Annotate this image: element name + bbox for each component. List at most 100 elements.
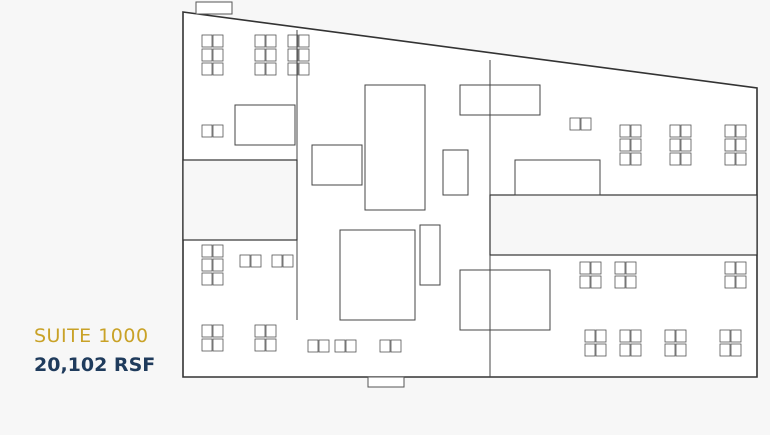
workstation bbox=[212, 338, 224, 352]
workstation bbox=[265, 324, 277, 338]
workstation bbox=[282, 254, 294, 268]
workstation bbox=[390, 339, 402, 353]
meeting-room-east bbox=[459, 84, 541, 116]
workstation bbox=[619, 343, 631, 357]
workstation bbox=[669, 152, 681, 166]
corridor-west bbox=[182, 159, 298, 241]
workstation bbox=[287, 48, 299, 62]
office-west bbox=[234, 104, 296, 146]
core-elevators bbox=[364, 84, 426, 211]
workstation bbox=[201, 62, 213, 76]
workstation bbox=[724, 275, 736, 289]
workstation bbox=[590, 275, 602, 289]
window-bay-top bbox=[195, 1, 233, 15]
workstation bbox=[254, 324, 266, 338]
workstation bbox=[584, 329, 596, 343]
area-label: 20,102 RSF bbox=[34, 354, 156, 376]
workstation bbox=[625, 261, 637, 275]
workstation bbox=[630, 343, 642, 357]
workstation bbox=[298, 34, 310, 48]
workstation bbox=[201, 34, 213, 48]
workstation bbox=[201, 244, 213, 258]
workstation bbox=[298, 62, 310, 76]
workstation bbox=[619, 329, 631, 343]
workstation bbox=[625, 275, 637, 289]
workstation bbox=[579, 261, 591, 275]
workstation bbox=[334, 339, 346, 353]
workstation bbox=[584, 343, 596, 357]
corridor-east bbox=[489, 194, 758, 256]
workstation bbox=[735, 138, 747, 152]
workstation bbox=[201, 324, 213, 338]
workstation bbox=[201, 258, 213, 272]
workstation bbox=[669, 138, 681, 152]
workstation bbox=[212, 272, 224, 286]
workstation bbox=[287, 62, 299, 76]
workstation bbox=[265, 338, 277, 352]
workstation bbox=[590, 261, 602, 275]
workstation bbox=[680, 138, 692, 152]
workstation bbox=[724, 138, 736, 152]
restroom-core bbox=[339, 229, 416, 321]
workstation bbox=[254, 338, 266, 352]
workstation bbox=[212, 62, 224, 76]
workstation bbox=[212, 324, 224, 338]
workstation bbox=[212, 34, 224, 48]
workstation bbox=[724, 124, 736, 138]
workstation bbox=[730, 329, 742, 343]
workstation bbox=[265, 48, 277, 62]
floor-outline bbox=[182, 11, 758, 378]
workstation bbox=[730, 343, 742, 357]
workstation bbox=[254, 34, 266, 48]
workstation bbox=[569, 117, 581, 131]
workstation bbox=[595, 329, 607, 343]
workstation bbox=[675, 329, 687, 343]
workstation bbox=[630, 138, 642, 152]
workstation bbox=[735, 124, 747, 138]
workstation bbox=[669, 124, 681, 138]
offices-east bbox=[514, 159, 601, 196]
workstation bbox=[619, 138, 631, 152]
workstation bbox=[719, 343, 731, 357]
conference-room bbox=[311, 144, 363, 186]
workstation bbox=[579, 275, 591, 289]
workstation bbox=[212, 48, 224, 62]
workstation bbox=[201, 48, 213, 62]
workstation bbox=[675, 343, 687, 357]
workstation bbox=[201, 338, 213, 352]
workstation bbox=[630, 152, 642, 166]
workstation bbox=[265, 62, 277, 76]
workstation bbox=[724, 152, 736, 166]
workstation bbox=[719, 329, 731, 343]
workstation bbox=[580, 117, 592, 131]
offices-south bbox=[459, 269, 551, 331]
suite-label: SUITE 1000 bbox=[34, 325, 149, 347]
workstation bbox=[630, 329, 642, 343]
workstation bbox=[212, 124, 224, 138]
workstation bbox=[212, 244, 224, 258]
workstation bbox=[735, 261, 747, 275]
workstation bbox=[287, 34, 299, 48]
workstation bbox=[735, 275, 747, 289]
workstation bbox=[630, 124, 642, 138]
workstation bbox=[271, 254, 283, 268]
workstation bbox=[318, 339, 330, 353]
workstation bbox=[307, 339, 319, 353]
workstation bbox=[595, 343, 607, 357]
workstation bbox=[345, 339, 357, 353]
stair-south bbox=[419, 224, 441, 286]
workstation bbox=[724, 261, 736, 275]
workstation bbox=[212, 258, 224, 272]
workstation bbox=[239, 254, 251, 268]
workstation bbox=[680, 124, 692, 138]
workstation bbox=[619, 124, 631, 138]
workstation bbox=[664, 343, 676, 357]
workstation bbox=[619, 152, 631, 166]
workstation bbox=[614, 275, 626, 289]
workstation bbox=[254, 48, 266, 62]
workstation bbox=[201, 272, 213, 286]
workstation bbox=[298, 48, 310, 62]
workstation bbox=[614, 261, 626, 275]
stair-north bbox=[442, 149, 469, 196]
